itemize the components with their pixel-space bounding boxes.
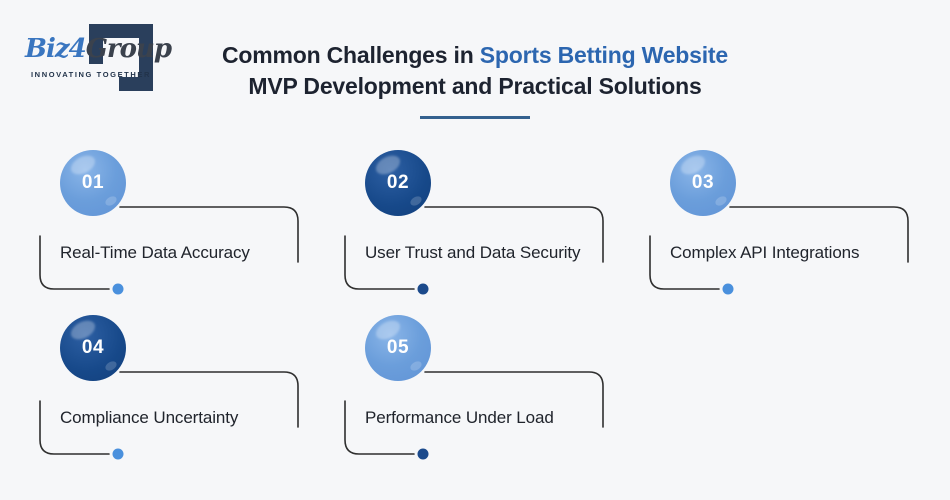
challenge-item-02: 02 User Trust and Data Security <box>335 145 640 310</box>
biz4group-logo: Biz4Group INNOVATING TOGETHER <box>25 20 172 98</box>
connector-dot <box>417 283 429 295</box>
logo-tagline: INNOVATING TOGETHER <box>31 70 151 79</box>
logo-word-4: 4 <box>68 34 87 64</box>
step-number-badge: 03 <box>670 150 736 216</box>
title-line-1: Common Challenges in Sports Betting Webs… <box>0 40 950 71</box>
challenge-label: Compliance Uncertainty <box>60 408 239 427</box>
title-divider <box>420 116 530 119</box>
connector-dot <box>112 283 124 295</box>
logo-wordmark: Biz4Group <box>25 34 172 64</box>
step-number: 01 <box>81 172 105 193</box>
challenge-label: User Trust and Data Security <box>365 243 581 262</box>
step-number: 03 <box>691 172 715 193</box>
challenge-item-03: 03 Complex API Integrations <box>640 145 945 310</box>
step-number-badge: 02 <box>365 150 431 216</box>
connector-bracket <box>39 371 299 460</box>
connector-dot <box>112 448 124 460</box>
logo-square-bracket-icon <box>89 24 153 91</box>
challenge-item-05: 05 Performance Under Load <box>335 310 640 475</box>
title-prefix: Common Challenges in <box>222 42 480 68</box>
title-highlight: Sports Betting Website <box>479 42 728 68</box>
title-line-2: MVP Development and Practical Solutions <box>248 73 702 99</box>
step-number: 04 <box>81 337 105 358</box>
connector-bracket <box>39 206 299 295</box>
challenge-label: Complex API Integrations <box>670 243 860 262</box>
step-number: 02 <box>386 172 410 193</box>
step-number-badge: 05 <box>365 315 431 381</box>
challenge-label: Real-Time Data Accuracy <box>60 243 250 262</box>
challenge-item-01: 01 Real-Time Data Accuracy <box>30 145 335 310</box>
step-number-badge: 01 <box>60 150 126 216</box>
step-number: 05 <box>386 337 410 358</box>
page-title: Common Challenges in Sports Betting Webs… <box>0 40 950 119</box>
logo-word-group: Group <box>85 34 172 64</box>
connector-dot <box>722 283 734 295</box>
logo-word-biz: Biz <box>25 34 70 64</box>
challenge-item-04: 04 Compliance Uncertainty <box>30 310 335 475</box>
connector-dot <box>417 448 429 460</box>
step-number-badge: 04 <box>60 315 126 381</box>
challenge-label: Performance Under Load <box>365 408 554 427</box>
connector-bracket <box>649 206 909 295</box>
connector-bracket <box>344 371 604 460</box>
connector-bracket <box>344 206 604 295</box>
